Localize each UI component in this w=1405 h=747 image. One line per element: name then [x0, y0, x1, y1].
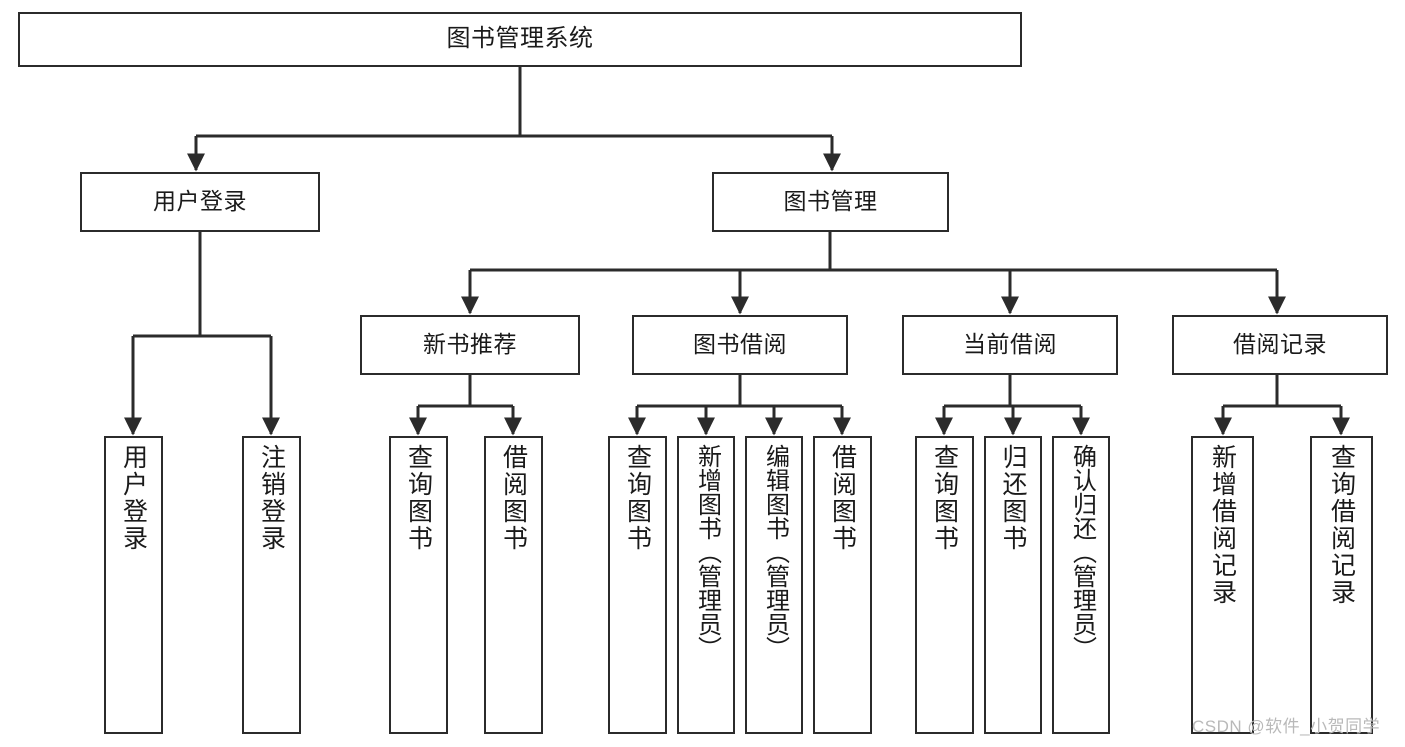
node-leaf-borrow-book-borrow[interactable]: 借阅图书 — [813, 436, 872, 734]
node-leaf-edit-book-admin[interactable]: 编辑图书（管理员） — [745, 436, 803, 734]
node-label: 查询图书 — [404, 444, 433, 552]
node-label: 用户登录 — [153, 188, 247, 215]
node-label: 注销登录 — [257, 444, 286, 552]
node-leaf-confirm-return-admin[interactable]: 确认归还（管理员） — [1052, 436, 1110, 734]
node-label: 确认归还（管理员） — [1068, 444, 1096, 660]
node-leaf-logout-login[interactable]: 注销登录 — [242, 436, 301, 734]
node-leaf-query-book-borrow[interactable]: 查询图书 — [608, 436, 667, 734]
node-book-borrow[interactable]: 图书借阅 — [632, 315, 848, 375]
node-leaf-query-book-recommend[interactable]: 查询图书 — [389, 436, 448, 734]
csdn-watermark: CSDN @软件_小贺同学 — [1192, 717, 1381, 736]
node-label: 用户登录 — [119, 444, 148, 552]
node-label: 图书借阅 — [693, 331, 787, 358]
node-borrow-record[interactable]: 借阅记录 — [1172, 315, 1388, 375]
node-root-book-management-system[interactable]: 图书管理系统 — [18, 12, 1022, 67]
node-label: 查询借阅记录 — [1327, 444, 1356, 606]
node-leaf-user-login[interactable]: 用户登录 — [104, 436, 163, 734]
node-label: 借阅图书 — [828, 444, 857, 552]
node-label: 当前借阅 — [963, 331, 1057, 358]
node-leaf-query-book-current[interactable]: 查询图书 — [915, 436, 974, 734]
node-leaf-return-book[interactable]: 归还图书 — [984, 436, 1042, 734]
node-label: 查询图书 — [930, 444, 959, 552]
node-label: 新增借阅记录 — [1208, 444, 1237, 606]
node-label: 借阅记录 — [1233, 331, 1327, 358]
node-book-management[interactable]: 图书管理 — [712, 172, 949, 232]
node-label: 归还图书 — [999, 444, 1027, 552]
node-current-borrow[interactable]: 当前借阅 — [902, 315, 1118, 375]
node-leaf-add-borrow-record[interactable]: 新增借阅记录 — [1191, 436, 1254, 734]
node-leaf-borrow-book-recommend[interactable]: 借阅图书 — [484, 436, 543, 734]
node-label: 借阅图书 — [499, 444, 528, 552]
node-label: 新书推荐 — [423, 331, 517, 358]
node-label: 图书管理 — [783, 188, 878, 215]
node-user-login[interactable]: 用户登录 — [80, 172, 320, 232]
node-label: 图书管理系统 — [446, 25, 594, 53]
node-leaf-query-borrow-record[interactable]: 查询借阅记录 — [1310, 436, 1373, 734]
node-label: 查询图书 — [623, 444, 652, 552]
node-label: 新增图书（管理员） — [693, 444, 721, 660]
node-new-book-recommend[interactable]: 新书推荐 — [360, 315, 580, 375]
node-leaf-add-book-admin[interactable]: 新增图书（管理员） — [677, 436, 735, 734]
node-label: 编辑图书（管理员） — [761, 444, 789, 660]
